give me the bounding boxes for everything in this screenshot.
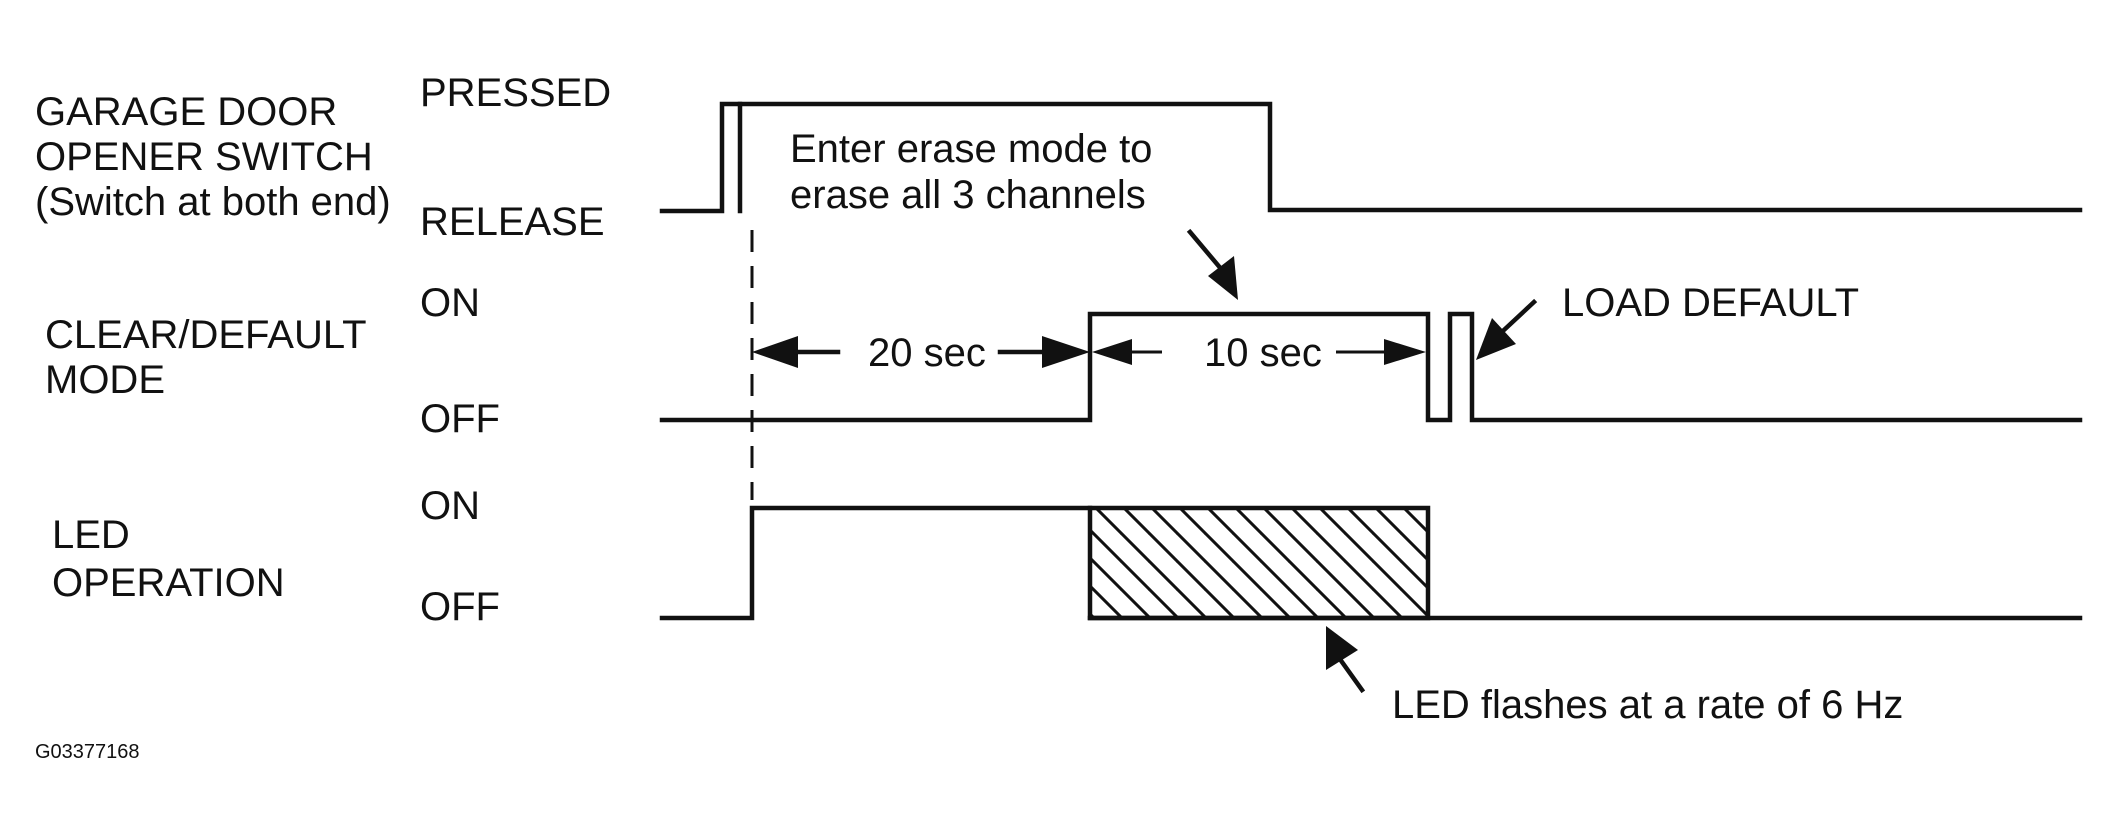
signal-1-high-state: PRESSED xyxy=(420,71,611,115)
interval-1-label: 20 sec xyxy=(868,331,986,375)
load-default-pointer-arrowhead xyxy=(1476,318,1516,360)
signal-1-name-line-1: GARAGE DOOR xyxy=(35,90,337,134)
signal-2-name-line-1: CLEAR/DEFAULT xyxy=(45,313,367,357)
load-default-label: LOAD DEFAULT xyxy=(1562,281,1859,325)
mode-waveform xyxy=(659,311,2083,423)
led-flash-label: LED flashes at a rate of 6 Hz xyxy=(1392,683,1903,727)
figure-id: G03377168 xyxy=(35,741,140,763)
signal-2-low-state: OFF xyxy=(420,397,500,441)
signal-1-low-state: RELEASE xyxy=(420,200,605,244)
erase-mode-note-line-1: Enter erase mode to xyxy=(790,127,1152,171)
signal-3-name-line-2: OPERATION xyxy=(52,561,285,605)
interval-1-right-arrowhead xyxy=(1042,336,1090,368)
signal-1-name-line-3: (Switch at both end) xyxy=(35,180,391,224)
signal-3-high-state: ON xyxy=(420,484,480,528)
led-flashing-hatch xyxy=(1087,505,1431,621)
erase-mode-note-line-2: erase all 3 channels xyxy=(790,173,1146,217)
interval-2-right-arrowhead xyxy=(1384,339,1426,365)
led-waveform xyxy=(659,505,1093,621)
switch-waveform xyxy=(659,101,2083,214)
signal-3-name-line-1: LED xyxy=(52,513,130,557)
erase-mode-pointer-shaft xyxy=(1186,228,1226,274)
signal-1-name-line-2: OPENER SWITCH xyxy=(35,135,373,179)
signal-3-low-state: OFF xyxy=(420,585,500,629)
led-flash-pointer-arrowhead xyxy=(1326,626,1358,670)
interval-1-left-arrowhead xyxy=(752,336,798,368)
load-default-pointer-shaft xyxy=(1500,298,1538,334)
erase-mode-pointer-arrowhead xyxy=(1208,256,1238,300)
signal-2-high-state: ON xyxy=(420,281,480,325)
led-flash-pointer-shaft xyxy=(1338,658,1366,694)
interval-2-left-arrowhead xyxy=(1092,339,1132,365)
signal-2-name-line-2: MODE xyxy=(45,358,165,402)
interval-2-label: 10 sec xyxy=(1204,331,1322,375)
